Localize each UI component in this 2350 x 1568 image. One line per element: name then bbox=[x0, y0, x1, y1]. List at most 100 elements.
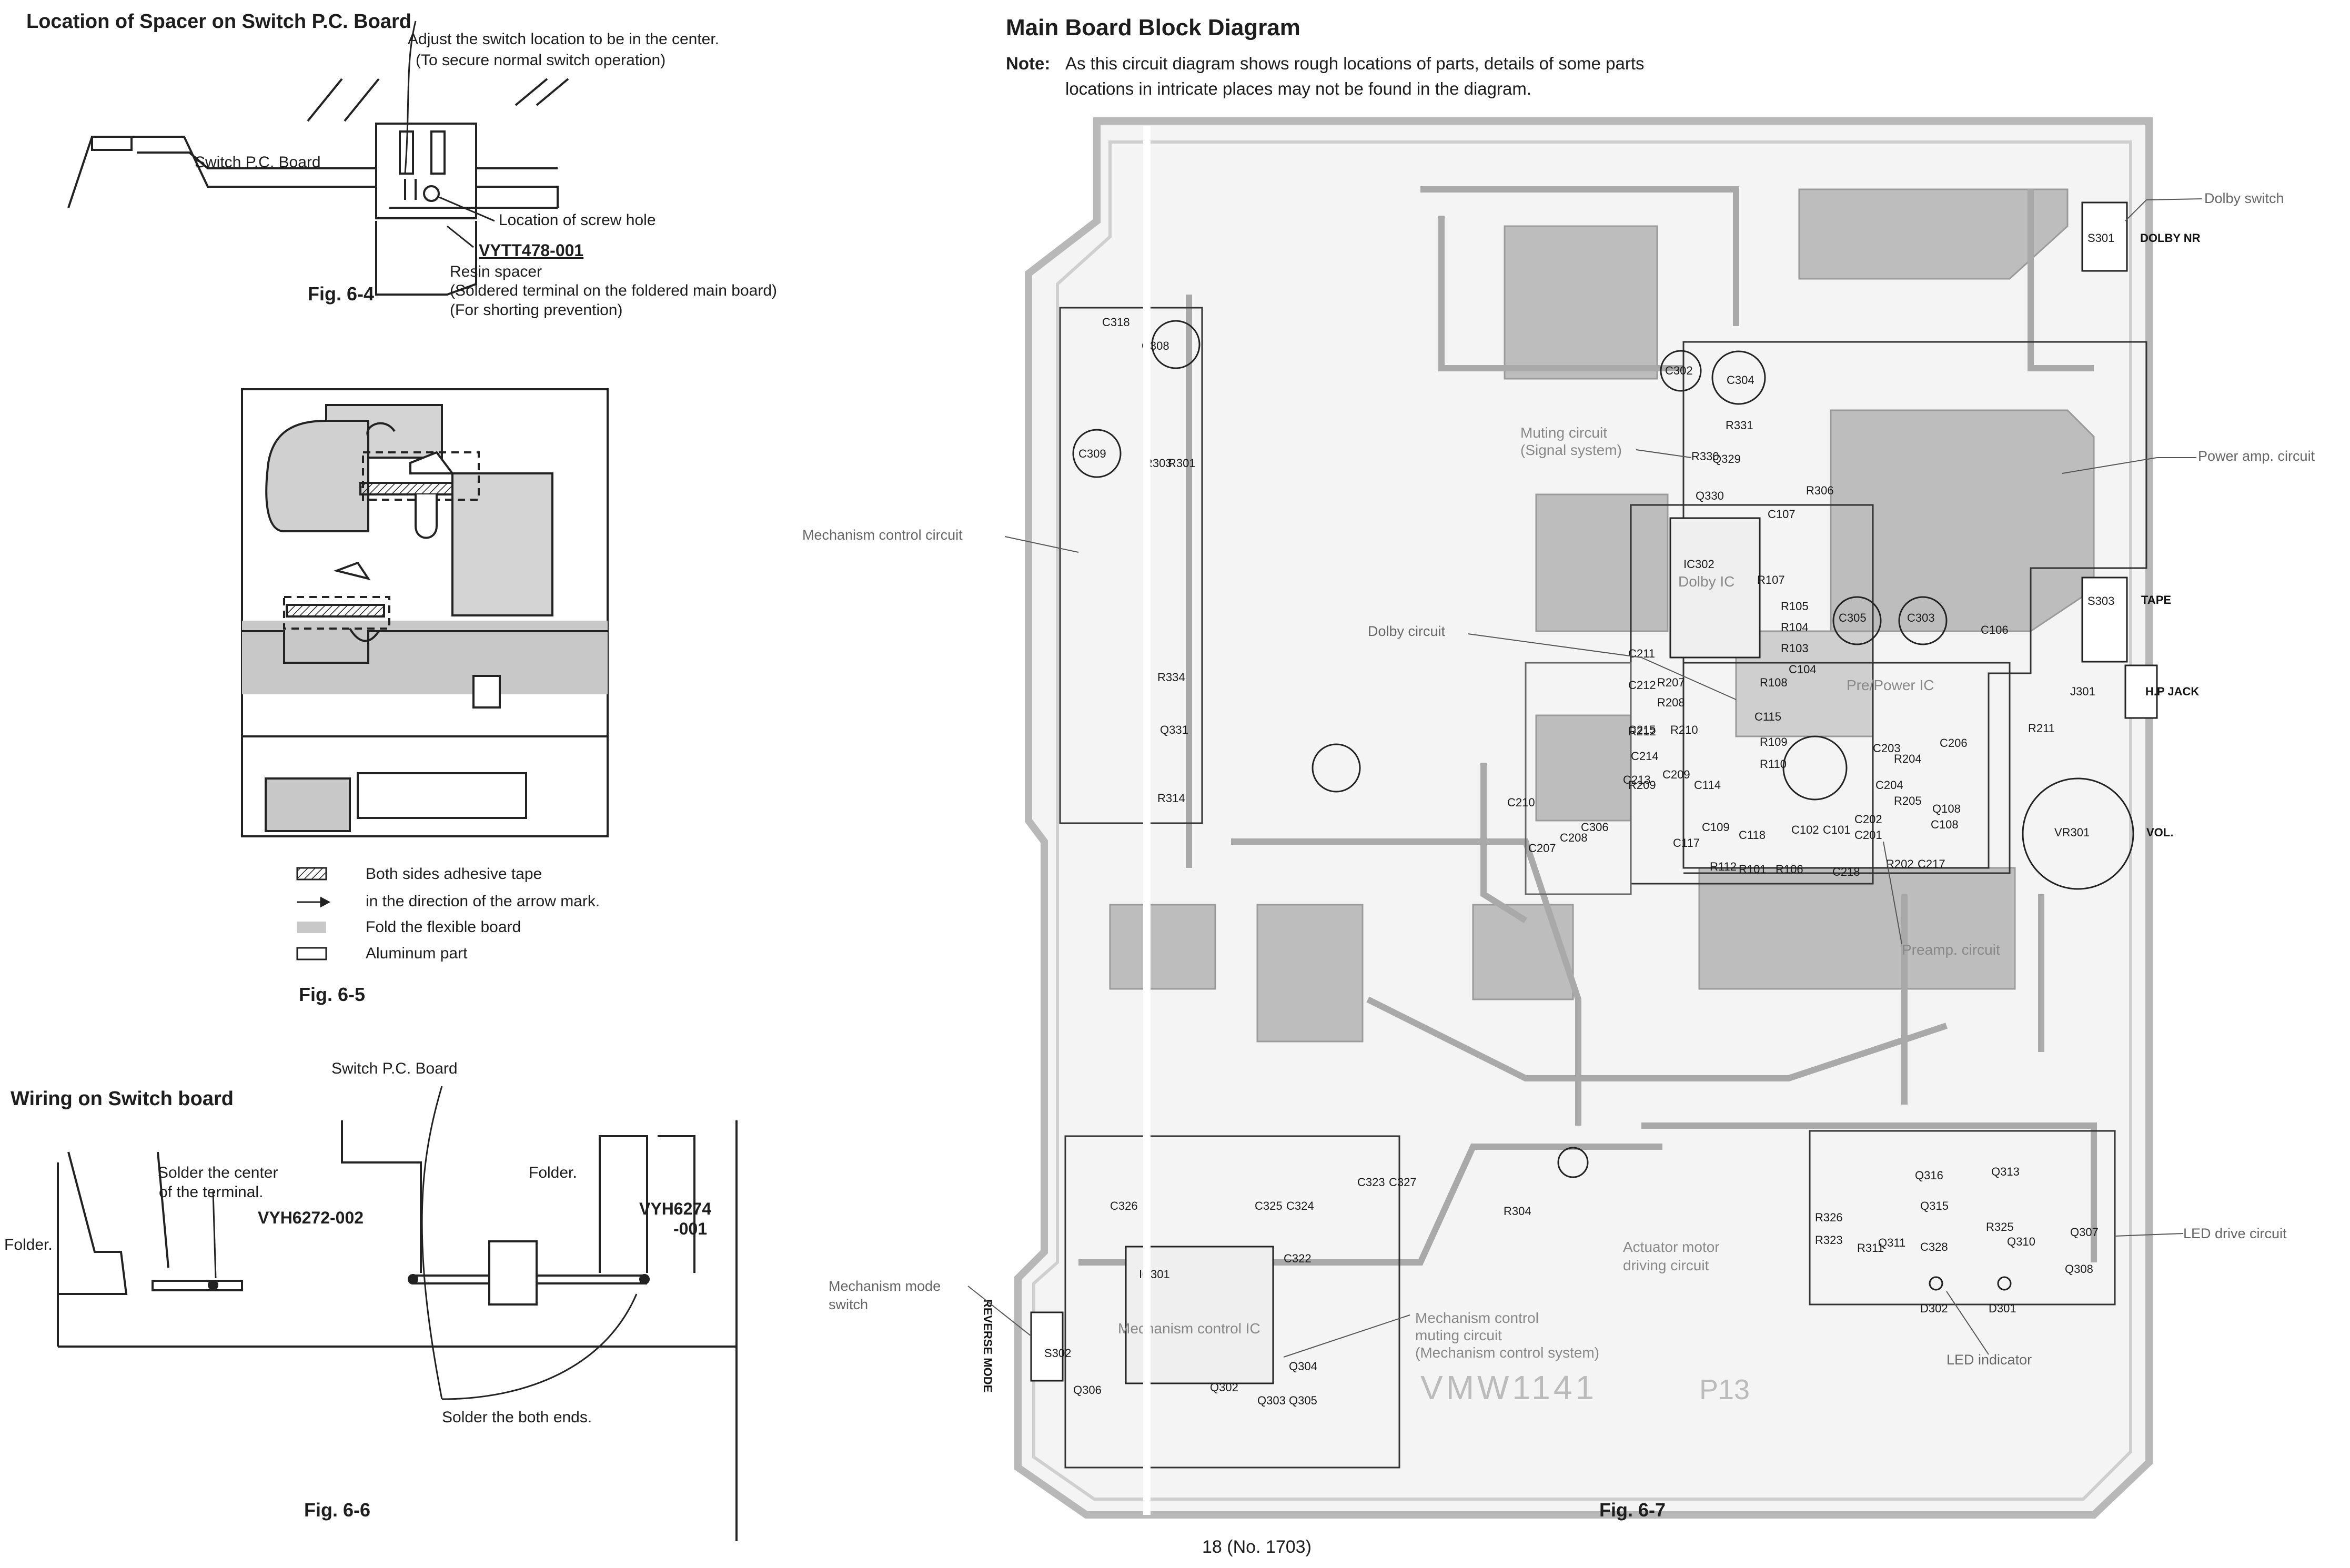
page-number: 18 (No. 1703) bbox=[1202, 1537, 1312, 1557]
fig5-legend-0: Both sides adhesive tape bbox=[366, 865, 542, 883]
svg-text:C207: C207 bbox=[1528, 842, 1556, 855]
note-label: Note: bbox=[1006, 54, 1051, 73]
region-overlay-labels: Muting circuit (Signal system) Dolby IC … bbox=[1118, 424, 2000, 1361]
fig5-legend-symbols bbox=[296, 867, 331, 960]
mech-mute-line2: muting circuit bbox=[1415, 1327, 1502, 1343]
svg-text:R209: R209 bbox=[1628, 778, 1656, 792]
svg-text:C107: C107 bbox=[1768, 508, 1796, 521]
svg-text:R212: R212 bbox=[1628, 725, 1656, 738]
svg-text:C104: C104 bbox=[1789, 663, 1817, 676]
svg-text:R301: R301 bbox=[1168, 457, 1196, 470]
svg-text:C214: C214 bbox=[1631, 750, 1659, 763]
leader-lines bbox=[967, 198, 2202, 1358]
fig6-solder-ends: Solder the both ends. bbox=[442, 1409, 592, 1426]
svg-text:C101: C101 bbox=[1823, 823, 1851, 836]
svg-text:C201: C201 bbox=[1854, 828, 1882, 842]
svg-text:R104: R104 bbox=[1781, 621, 1809, 634]
fig4-part-no: VYTT478-001 bbox=[479, 241, 584, 260]
svg-text:R210: R210 bbox=[1670, 723, 1698, 736]
svg-text:C318: C318 bbox=[1102, 316, 1130, 329]
svg-text:C209: C209 bbox=[1662, 768, 1690, 781]
svg-text:R207: R207 bbox=[1657, 676, 1685, 689]
board-mark-0: VMW1141 bbox=[1420, 1369, 1597, 1407]
fig5-caption: Fig. 6-5 bbox=[299, 984, 366, 1005]
svg-text:C309: C309 bbox=[1078, 447, 1106, 460]
svg-text:VR301: VR301 bbox=[2054, 826, 2090, 839]
svg-text:R311: R311 bbox=[1857, 1241, 1884, 1255]
fig4-note-line1: Adjust the switch location to be in the … bbox=[408, 31, 720, 48]
svg-text:R331: R331 bbox=[1726, 419, 1753, 432]
fig4-drawing bbox=[67, 21, 569, 296]
svg-text:R314: R314 bbox=[1157, 792, 1185, 805]
fig4-screw-label: Location of screw hole bbox=[499, 211, 656, 229]
fig4-caption: Fig. 6-4 bbox=[308, 283, 375, 305]
mech-mute-line1: Mechanism control bbox=[1415, 1310, 1539, 1326]
svg-text:Q306: Q306 bbox=[1073, 1383, 1102, 1397]
callout-dolby-switch: Dolby switch bbox=[2204, 190, 2284, 206]
svg-text:R211: R211 bbox=[2028, 722, 2055, 735]
svg-text:C218: C218 bbox=[1832, 865, 1860, 878]
svg-text:Q316: Q316 bbox=[1915, 1169, 1943, 1182]
svg-text:R108: R108 bbox=[1760, 676, 1788, 689]
callout-dolby-circuit: Dolby circuit bbox=[1368, 623, 1446, 639]
svg-text:C326: C326 bbox=[1110, 1199, 1138, 1212]
svg-text:R106: R106 bbox=[1776, 863, 1803, 876]
fig6-part-b-2: -001 bbox=[673, 1219, 708, 1238]
mech-ic-label: Mechanism control IC bbox=[1118, 1320, 1260, 1337]
svg-text:Q331: Q331 bbox=[1160, 723, 1188, 736]
fig6-title: Wiring on Switch board bbox=[11, 1088, 234, 1110]
fig6-part-b-1: VYH6274 bbox=[639, 1199, 711, 1218]
svg-text:C306: C306 bbox=[1581, 821, 1609, 834]
svg-text:C204: C204 bbox=[1875, 778, 1903, 792]
fig6-part-a: VYH6272-002 bbox=[258, 1208, 364, 1227]
svg-text:C302: C302 bbox=[1665, 364, 1693, 377]
callout-mech-mode-1: Mechanism mode bbox=[829, 1278, 941, 1294]
component-labels: S301 C318 C308 C309 R303 R301 C302 C304 … bbox=[1044, 231, 2114, 1407]
svg-text:S301: S301 bbox=[2087, 231, 2114, 245]
svg-text:C115: C115 bbox=[1754, 710, 1781, 723]
svg-text:R110: R110 bbox=[1760, 757, 1787, 771]
dolby-ic-label: Dolby IC bbox=[1678, 573, 1734, 590]
svg-text:C322: C322 bbox=[1284, 1252, 1312, 1265]
svg-text:Q108: Q108 bbox=[1932, 802, 1961, 815]
fig6-drawing bbox=[57, 1086, 738, 1541]
fig6-folder-left: Folder. bbox=[4, 1236, 53, 1253]
svg-text:Q302: Q302 bbox=[1210, 1381, 1238, 1394]
reverse-mode-label: REVERSE MODE bbox=[981, 1299, 994, 1392]
svg-text:Q315: Q315 bbox=[1920, 1199, 1949, 1212]
fig6-solder-center-1: Solder the center bbox=[158, 1164, 278, 1181]
hp-jack-label: H.P JACK bbox=[2145, 685, 2199, 698]
fig4-resin-line2: (Soldered terminal on the foldered main … bbox=[450, 282, 778, 299]
svg-text:R107: R107 bbox=[1757, 573, 1785, 586]
svg-text:C327: C327 bbox=[1389, 1176, 1417, 1189]
fig4-title: Location of Spacer on Switch P.C. Board bbox=[26, 11, 411, 33]
svg-text:R202: R202 bbox=[1886, 857, 1914, 871]
actuator-line1: Actuator motor bbox=[1623, 1239, 1720, 1255]
svg-text:C217: C217 bbox=[1918, 857, 1945, 871]
fig4-board-label: Switch P.C. Board bbox=[195, 154, 321, 171]
svg-text:D301: D301 bbox=[1989, 1302, 2016, 1315]
fig5-legend-2: Fold the flexible board bbox=[366, 918, 521, 936]
board-mark-1: P13 bbox=[1699, 1374, 1750, 1405]
svg-text:Q303: Q303 bbox=[1257, 1394, 1286, 1407]
svg-text:C117: C117 bbox=[1673, 836, 1700, 849]
svg-text:Q313: Q313 bbox=[1991, 1165, 2020, 1178]
svg-text:R334: R334 bbox=[1157, 671, 1185, 684]
svg-text:J301: J301 bbox=[2070, 685, 2095, 698]
svg-text:Q329: Q329 bbox=[1712, 452, 1741, 466]
svg-text:R325: R325 bbox=[1986, 1220, 2014, 1233]
svg-text:C108: C108 bbox=[1931, 818, 1959, 831]
svg-text:R205: R205 bbox=[1894, 794, 1922, 807]
svg-text:R103: R103 bbox=[1781, 642, 1809, 655]
svg-text:Q308: Q308 bbox=[2065, 1262, 2093, 1276]
fig6-board-label: Switch P.C. Board bbox=[331, 1060, 458, 1077]
note-line1: As this circuit diagram shows rough loca… bbox=[1065, 54, 1645, 73]
callout-mechanism-control: Mechanism control circuit bbox=[802, 527, 963, 543]
callout-led-indicator: LED indicator bbox=[1946, 1352, 2032, 1368]
fig6-caption: Fig. 6-6 bbox=[304, 1499, 371, 1521]
fig4-resin-line3: (For shorting prevention) bbox=[450, 301, 623, 319]
svg-text:C304: C304 bbox=[1727, 373, 1754, 387]
svg-text:C109: C109 bbox=[1702, 821, 1730, 834]
svg-text:C208: C208 bbox=[1560, 831, 1588, 844]
